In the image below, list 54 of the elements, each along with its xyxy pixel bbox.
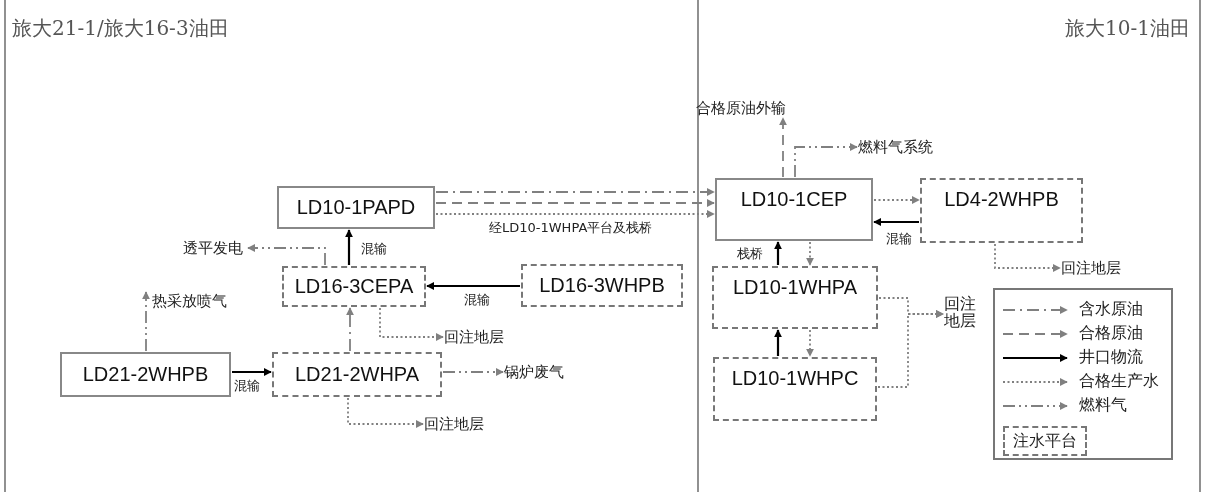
destination-label: 回注地层 [424,415,490,433]
legend-dashed-box: 注水平台 [1003,426,1087,456]
flow-arrow [345,229,353,265]
flow-arrow [347,397,424,428]
destination-label: 回注地层 [944,295,978,329]
platform-box: LD21-2WHPB [60,352,231,397]
region-title: 旅大21-1/旅大16-3油田 [12,16,229,40]
flow-arrow [247,244,326,266]
flow-arrow [426,282,520,290]
flow-arrow [379,307,444,341]
edge-label: 混输 [232,378,262,393]
flow-arrow [806,241,814,266]
flow-arrow [774,241,782,265]
legend-label: 井口物流 [1079,348,1143,366]
flow-arrow [435,199,715,207]
edge-label: 混输 [884,231,914,246]
flow-arrow [346,307,354,352]
flow-arrow [877,310,944,388]
legend-label: 燃料气 [1079,396,1127,414]
edge-label: 栈桥 [735,246,765,261]
flow-arrow [774,329,782,356]
flow-arrow [994,243,1061,272]
destination-label: 合格原油外输 [696,99,796,117]
flow-arrow [435,210,715,218]
destination-label: 回注地层 [1061,259,1129,277]
flow-arrow [442,368,504,376]
destination-label: 透平发电 [183,239,247,257]
platform-box: LD16-3WHPB [521,264,683,307]
legend-label: 合格原油 [1079,324,1143,342]
flow-arrow [779,117,787,178]
edge-label: 经LD10-1WHPA平台及栈桥 [487,220,655,235]
platform-box: LD10-1PAPD [277,186,435,229]
flow-arrow [873,218,919,226]
platform-box: LD4-2WHPB [920,178,1083,243]
flow-arrow [232,368,272,376]
edge-label: 混输 [359,241,389,256]
flow-arrow [435,188,715,196]
legend-label: 合格生产水 [1079,372,1159,390]
platform-box: LD16-3CEPA [282,266,426,307]
legend-label: 含水原油 [1079,300,1143,318]
flow-arrow [873,196,920,204]
edge-label: 混输 [462,292,492,307]
destination-label: 回注地层 [444,328,510,346]
edge-label: 热采放喷气 [150,294,229,309]
destination-label: 锅炉废气 [504,363,566,381]
platform-box: LD10-1WHPA [712,266,878,329]
region-title: 旅大10-1油田 [1065,16,1190,40]
platform-box: LD10-1CEP [715,178,873,241]
destination-label: 燃料气系统 [858,138,950,156]
flow-arrow [142,291,150,352]
flow-arrow [806,329,814,357]
flow-arrow [794,143,858,178]
platform-box: LD10-1WHPC [713,357,877,421]
platform-box: LD21-2WHPA [272,352,442,397]
